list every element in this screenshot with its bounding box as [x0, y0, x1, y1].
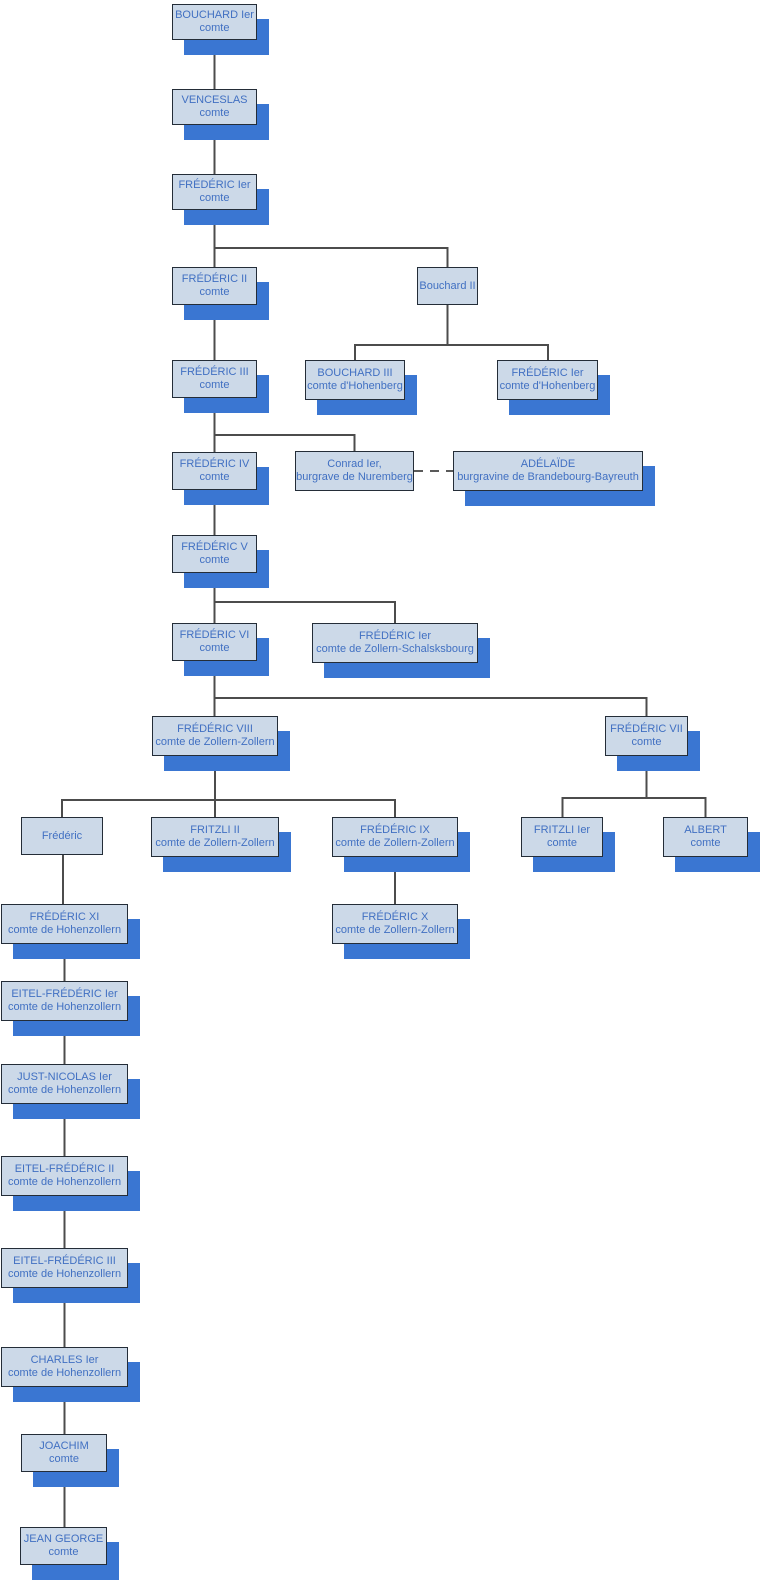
node-albert: ALBERT comte [663, 817, 748, 857]
person-name: FRÉDÉRIC XI [29, 911, 100, 923]
node-bouchard-ier: BOUCHARD Ier comte [172, 4, 257, 40]
node-frederic-xi: FRÉDÉRIC XI comte de Hohenzollern [1, 904, 128, 944]
node-frederic-iii: FRÉDÉRIC III comte [172, 360, 257, 398]
person-name: EITEL-FRÉDÉRIC II [14, 1163, 115, 1175]
person-name: FRÉDÉRIC IV [179, 458, 250, 470]
node-frederic-ier-zollern-schalsksbourg: FRÉDÉRIC Ier comte de Zollern-Schalsksbo… [312, 623, 478, 663]
person-name: EITEL-FRÉDÉRIC Ier [11, 988, 118, 1000]
node-joachim: JOACHIM comte [21, 1434, 107, 1472]
person-title: comte [199, 286, 230, 298]
node-fritzli-ii: FRITZLI II comte de Zollern-Zollern [151, 817, 279, 857]
person-name: VENCESLAS [181, 94, 248, 106]
person-title: comte [547, 837, 577, 849]
person-title: comte [690, 837, 721, 849]
person-title: comte de Hohenzollern [7, 1084, 122, 1096]
node-just-nicolas-ier: JUST-NICOLAS Ier comte de Hohenzollern [1, 1064, 128, 1104]
person-title: comte de Hohenzollern [7, 1176, 122, 1188]
node-frederic-viii: FRÉDÉRIC VIII comte de Zollern-Zollern [152, 716, 278, 756]
person-name: FRÉDÉRIC II [181, 273, 248, 285]
person-title: comte de Zollern-Zollern [155, 837, 275, 849]
node-venceslas: VENCESLAS comte [172, 89, 257, 125]
person-title: comte de Zollern-Zollern [335, 924, 455, 936]
person-title: comte [199, 192, 230, 204]
person-name: Conrad Ier, [327, 458, 382, 470]
person-title: comte [199, 642, 230, 654]
person-name: EITEL-FRÉDÉRIC III [13, 1255, 116, 1267]
node-eitel-frederic-ii: EITEL-FRÉDÉRIC II comte de Hohenzollern [1, 1156, 128, 1196]
person-title: comte [199, 107, 230, 119]
node-jean-george: JEAN GEORGE comte [20, 1527, 107, 1565]
node-bouchard-iii: BOUCHARD III comte d'Hohenberg [305, 360, 405, 400]
person-name: Bouchard II [419, 279, 476, 292]
node-frederic-ii: FRÉDÉRIC II comte [172, 267, 257, 305]
person-name: FRÉDÉRIC Ier [511, 367, 584, 379]
person-name: ALBERT [684, 824, 727, 836]
person-name: FRÉDÉRIC Ier [358, 630, 432, 642]
node-bouchard-ii: Bouchard II [417, 267, 478, 305]
person-name: FRÉDÉRIC X [361, 911, 429, 923]
person-name: FRÉDÉRIC IX [360, 824, 430, 836]
node-eitel-frederic-iii: EITEL-FRÉDÉRIC III comte de Hohenzollern [1, 1248, 128, 1288]
person-title: comte de Hohenzollern [7, 1001, 122, 1013]
person-title: comte de Zollern-Schalsksbourg [316, 643, 474, 655]
person-title: comte d'Hohenberg [499, 380, 596, 392]
person-name: BOUCHARD Ier [175, 9, 254, 21]
person-title: comte de Zollern-Zollern [335, 837, 455, 849]
person-title: comte de Hohenzollern [7, 924, 122, 936]
person-title: comte de Zollern-Zollern [155, 736, 275, 748]
person-title: comte de Hohenzollern [7, 1268, 122, 1280]
person-title: burgravine de Brandebourg-Bayreuth [457, 471, 639, 483]
person-name: FRÉDÉRIC III [180, 366, 249, 378]
person-name: BOUCHARD III [317, 367, 393, 379]
node-fritzli-ier: FRITZLI Ier comte [521, 817, 603, 857]
person-title: comte d'Hohenberg [307, 380, 403, 392]
person-title: comte [199, 471, 230, 483]
node-conrad-ier: Conrad Ier, burgrave de Nuremberg [295, 451, 414, 491]
person-title: comte de Hohenzollern [7, 1367, 122, 1379]
node-frederic-ix: FRÉDÉRIC IX comte de Zollern-Zollern [332, 817, 458, 857]
person-name: FRÉDÉRIC V [181, 541, 248, 553]
person-name: CHARLES Ier [30, 1354, 99, 1366]
person-name: FRITZLI Ier [533, 824, 591, 836]
person-name: FRÉDÉRIC VII [610, 723, 683, 735]
node-eitel-frederic-ier: EITEL-FRÉDÉRIC Ier comte de Hohenzollern [1, 981, 128, 1021]
person-name: Frédéric [41, 829, 83, 842]
node-frederic-vi: FRÉDÉRIC VI comte [172, 623, 257, 661]
person-title: comte [199, 379, 230, 391]
person-title: comte [631, 736, 662, 748]
person-title: comte [49, 1453, 79, 1465]
node-frederic-ier-hohenberg: FRÉDÉRIC Ier comte d'Hohenberg [497, 360, 598, 400]
node-frederic-v: FRÉDÉRIC V comte [172, 535, 257, 573]
node-frederic-plain: Frédéric [21, 817, 103, 855]
person-title: comte [199, 22, 230, 34]
node-charles-ier: CHARLES Ier comte de Hohenzollern [1, 1347, 128, 1387]
node-frederic-iv: FRÉDÉRIC IV comte [172, 452, 257, 490]
node-frederic-vii: FRÉDÉRIC VII comte [605, 716, 688, 756]
person-name: JUST-NICOLAS Ier [17, 1071, 112, 1083]
person-name: JEAN GEORGE [23, 1533, 104, 1545]
person-title: comte [199, 554, 230, 566]
person-name: FRÉDÉRIC VI [179, 629, 250, 641]
node-frederic-x: FRÉDÉRIC X comte de Zollern-Zollern [332, 904, 458, 944]
person-name: ADÉLAÏDE [520, 458, 576, 470]
person-name: FRITZLI II [190, 824, 240, 836]
person-title: burgrave de Nuremberg [296, 471, 413, 483]
person-name: JOACHIM [39, 1440, 89, 1452]
person-name: FRÉDÉRIC Ier [178, 179, 251, 191]
node-adelaide: ADÉLAÏDE burgravine de Brandebourg-Bayre… [453, 451, 643, 491]
node-frederic-ier: FRÉDÉRIC Ier comte [172, 174, 257, 210]
person-name: FRÉDÉRIC VIII [177, 723, 253, 735]
person-title: comte [48, 1546, 79, 1558]
